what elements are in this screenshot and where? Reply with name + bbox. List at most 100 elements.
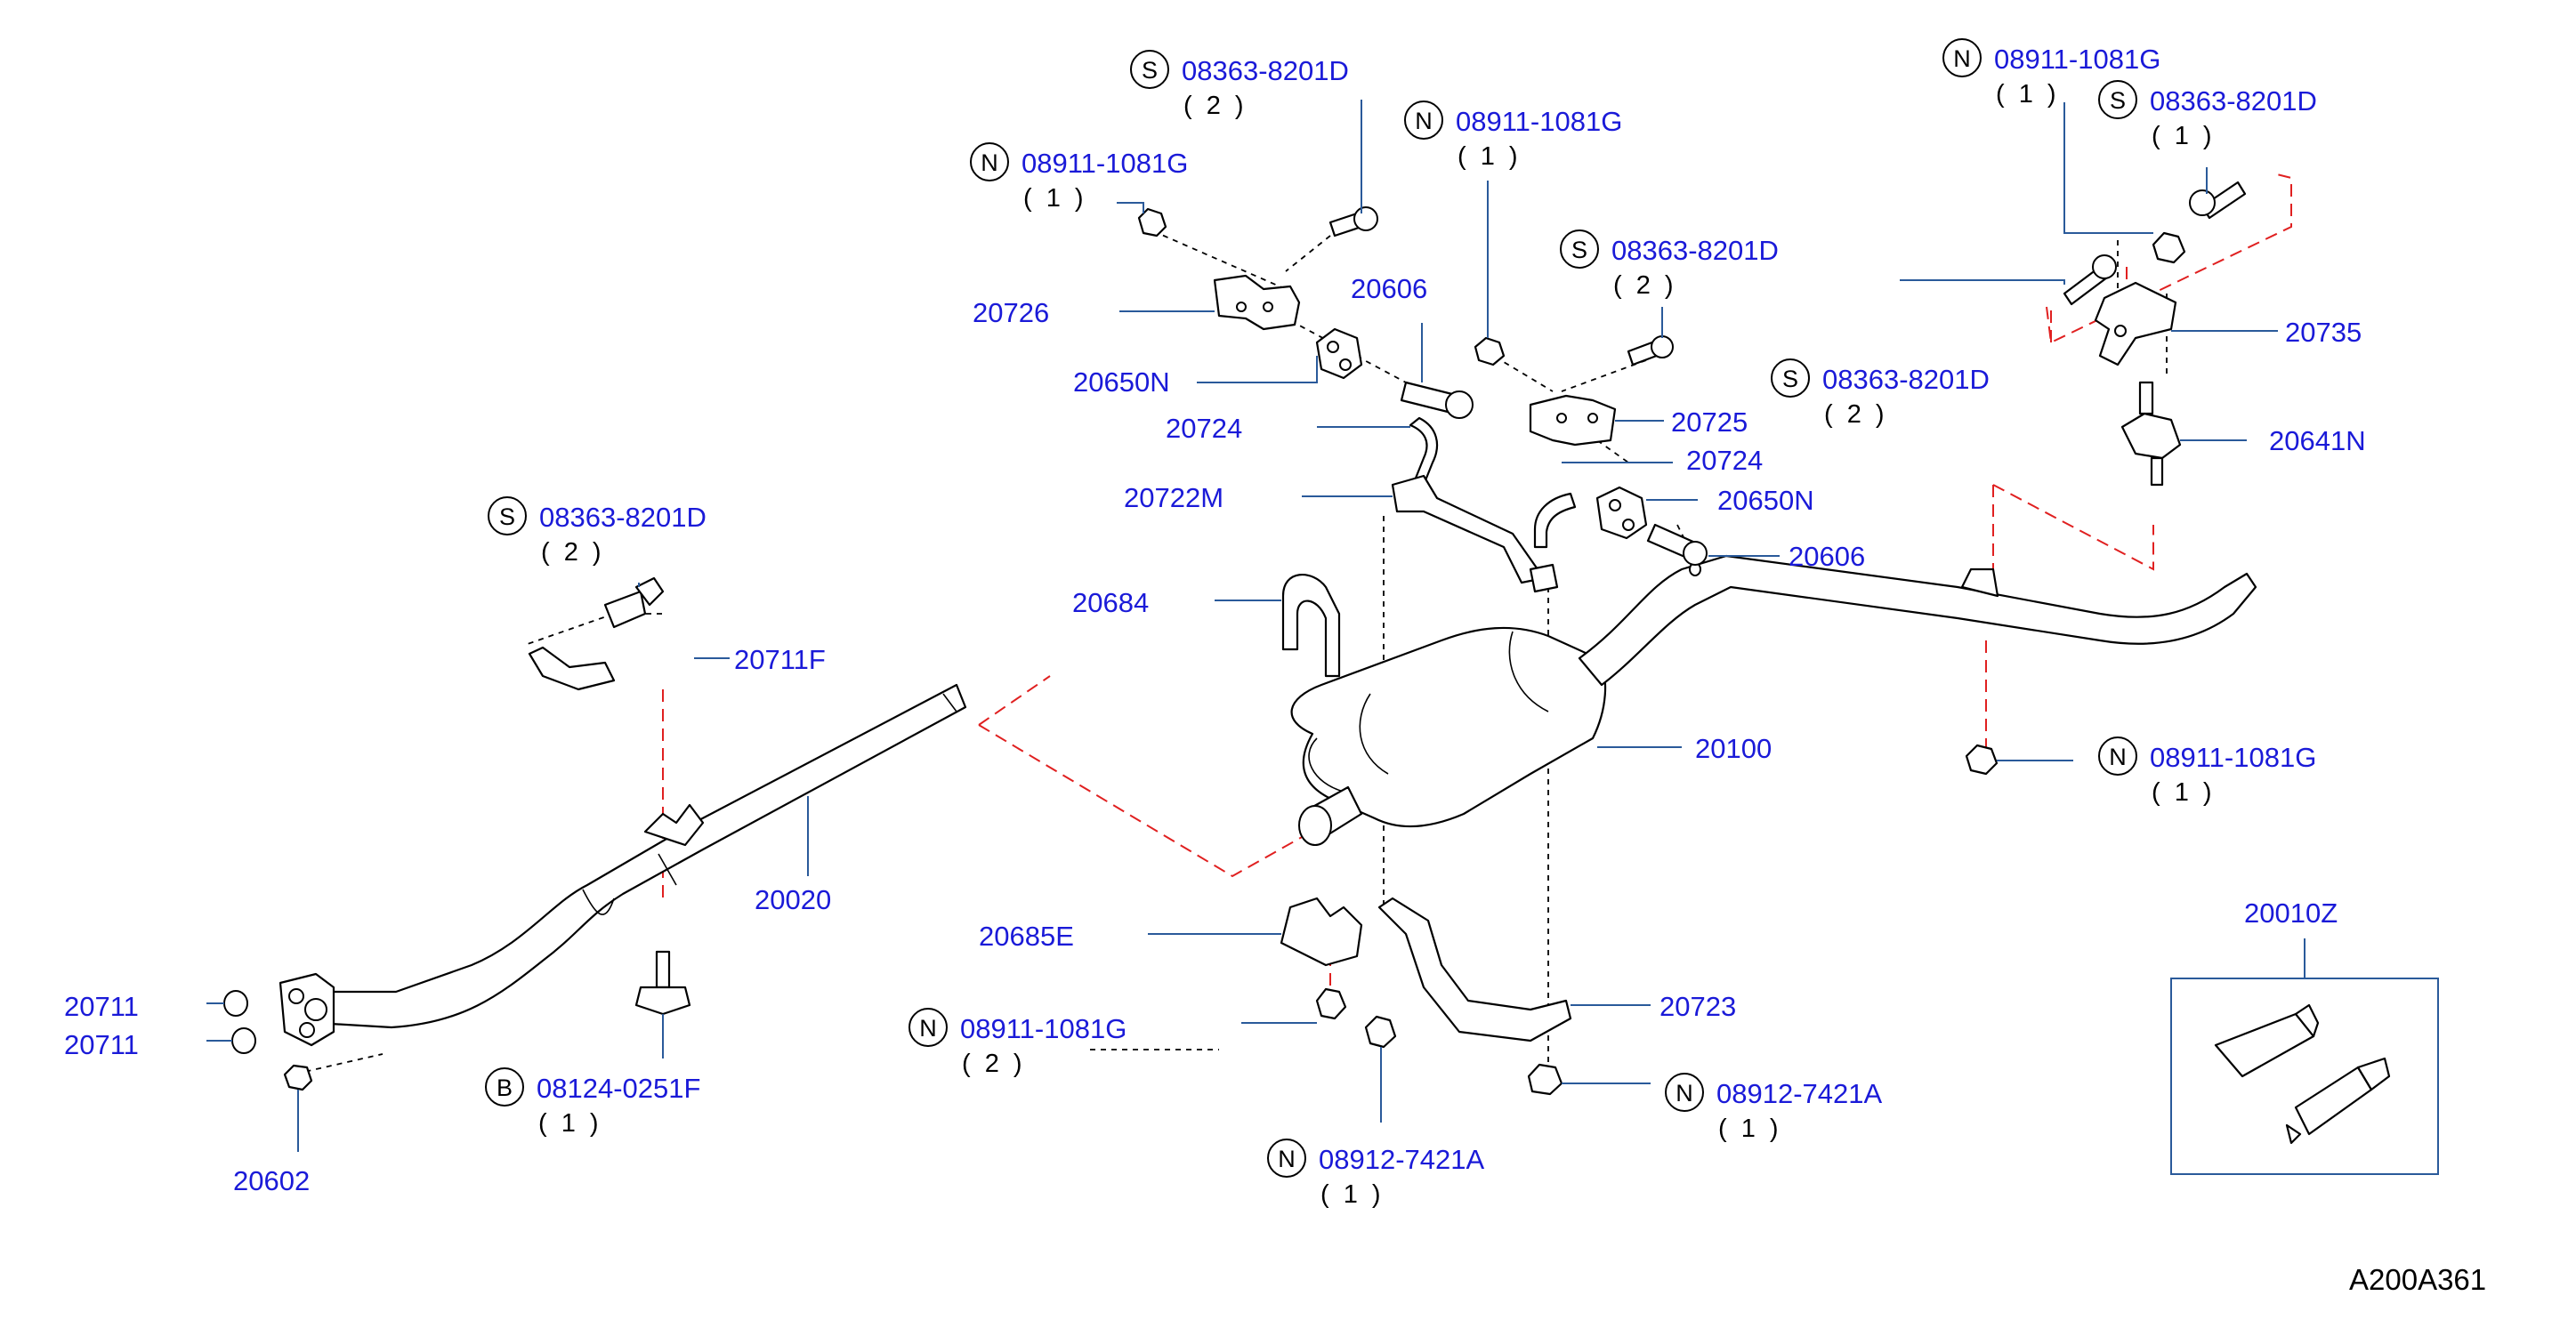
label-20641N[interactable]: 20641N [2269,425,2366,456]
callout-n-08912-right[interactable]: N 08912-7421A ( 1 ) [1665,1073,1882,1143]
label-20606-right[interactable]: 20606 [1789,541,1865,572]
svg-text:( 1 ): ( 1 ) [1458,142,1522,171]
bolt-08363-right-mid [2063,254,2117,306]
label-20100[interactable]: 20100 [1695,733,1772,764]
svg-text:S: S [499,503,515,530]
svg-text:S: S [1142,57,1158,84]
front-pipe-20020 [279,683,967,1047]
svg-text:N: N [1953,45,1971,72]
stud-20606-right [1646,523,1708,566]
svg-text:( 1 ): ( 1 ) [1996,80,2060,109]
callout-n-08911-center[interactable]: N 08911-1081G ( 1 ) [1404,101,1622,171]
label-20722M[interactable]: 20722M [1124,482,1223,513]
svg-text:N: N [1415,108,1433,134]
svg-text:08911-1081G: 08911-1081G [960,1013,1126,1044]
nut-08912-right [1527,1063,1563,1096]
callout-n-08911-bottom[interactable]: N 08911-1081G ( 2 ) [908,1008,1126,1078]
svg-text:08911-1081G: 08911-1081G [2150,742,2316,773]
nut-08911-right-low [1965,744,1999,776]
label-20711-b[interactable]: 20711 [64,1029,139,1060]
label-20602[interactable]: 20602 [233,1165,310,1196]
nut-20602 [283,1064,313,1091]
svg-text:( 2 ): ( 2 ) [1613,271,1677,300]
svg-text:08911-1081G: 08911-1081G [1022,148,1188,179]
callout-s-08363-center[interactable]: S 08363-8201D ( 2 ) [1560,229,1779,300]
kit-box-20010Z [2170,978,2439,1175]
label-20711F[interactable]: 20711F [734,644,826,675]
svg-text:08912-7421A: 08912-7421A [1319,1144,1484,1175]
callout-s-08363-top[interactable]: S 08363-8201D ( 2 ) [1130,50,1349,120]
insulator-20650N-right [1595,486,1648,540]
svg-text:S: S [1782,366,1798,392]
label-20725[interactable]: 20725 [1671,406,1748,438]
insulator-20641N [2120,381,2182,487]
label-20650N-right[interactable]: 20650N [1717,485,1814,516]
svg-text:( 1 ): ( 1 ) [1023,184,1087,213]
bolt-08363-center [1627,335,1674,366]
callout-s-08363-left[interactable]: S 08363-8201D ( 2 ) [488,496,707,567]
nut-08911-bottom [1315,987,1347,1020]
label-20684[interactable]: 20684 [1072,587,1149,618]
hanger-20724-right [1533,492,1577,549]
gaskets-20711 [223,990,256,1054]
svg-text:( 1 ): ( 1 ) [2152,778,2216,807]
leader-lines [206,100,2305,1152]
diagram-code: A200A361 [2349,1263,2486,1296]
svg-text:08363-8201D: 08363-8201D [2150,85,2317,117]
label-20711-a[interactable]: 20711 [64,991,139,1022]
nut-08911-center [1474,336,1506,366]
label-20020[interactable]: 20020 [755,884,831,915]
bolt-08124 [634,950,691,1016]
svg-text:N: N [1278,1146,1296,1172]
callout-n-08911-right-low[interactable]: N 08911-1081G ( 1 ) [2098,736,2316,807]
callout-b-08124[interactable]: B 08124-0251F ( 1 ) [485,1067,700,1138]
label-20724-left[interactable]: 20724 [1166,413,1242,444]
svg-text:S: S [2110,87,2126,114]
insulator-20650N-top [1315,327,1363,380]
svg-text:08363-8201D: 08363-8201D [1182,55,1349,86]
callout-n-08912-bottom[interactable]: N 08912-7421A ( 1 ) [1267,1139,1484,1209]
label-20735[interactable]: 20735 [2285,317,2362,348]
callout-s-08363-right-mid[interactable]: S 08363-8201D ( 2 ) [1771,358,1990,429]
bolt-08363-top [1328,206,1378,237]
callout-n-08911-left[interactable]: N 08911-1081G ( 1 ) [970,142,1188,213]
svg-text:( 1 ): ( 1 ) [1718,1115,1782,1143]
label-20010Z[interactable]: 20010Z [2244,897,2338,929]
svg-text:( 1 ): ( 1 ) [2152,122,2216,150]
svg-text:( 2 ): ( 2 ) [962,1050,1026,1078]
nut-08911-left [1137,207,1167,237]
strap-20723 [1377,897,1572,1042]
muffler-20100 [1290,554,2257,846]
u-bolt-20684 [1281,574,1341,678]
bracket-20725 [1529,394,1617,447]
label-20650N-top[interactable]: 20650N [1073,366,1170,398]
svg-text:08363-8201D: 08363-8201D [539,502,707,533]
svg-text:N: N [1676,1080,1693,1107]
bracket-20735 [2094,281,2177,366]
svg-text:( 2 ): ( 2 ) [1824,400,1888,429]
stud-20606-top [1400,381,1474,419]
bracket-20726 [1213,274,1301,331]
svg-text:08124-0251F: 08124-0251F [537,1073,700,1104]
callout-s-08363-right-top[interactable]: S 08363-8201D ( 1 ) [2098,80,2317,150]
svg-text:B: B [497,1075,513,1101]
label-20685E[interactable]: 20685E [979,921,1074,952]
svg-text:N: N [2109,744,2127,770]
svg-text:( 2 ): ( 2 ) [1183,92,1248,120]
label-20723[interactable]: 20723 [1659,991,1736,1022]
svg-text:08911-1081G: 08911-1081G [1456,106,1622,137]
bracket-20685E [1280,897,1363,967]
svg-text:( 1 ): ( 1 ) [1320,1180,1385,1209]
nut-08911-right-top [2152,231,2186,264]
svg-text:N: N [981,149,998,176]
label-20606-top[interactable]: 20606 [1351,273,1427,304]
label-20724-right[interactable]: 20724 [1686,445,1763,476]
svg-text:( 1 ): ( 1 ) [538,1109,602,1138]
label-20726[interactable]: 20726 [973,297,1049,328]
svg-text:( 2 ): ( 2 ) [541,538,605,567]
hanger-20724-left [1409,416,1439,487]
svg-text:N: N [919,1015,937,1042]
svg-text:S: S [1571,237,1587,263]
callout-n-08911-right-top[interactable]: N 08911-1081G ( 1 ) [1942,38,2160,109]
